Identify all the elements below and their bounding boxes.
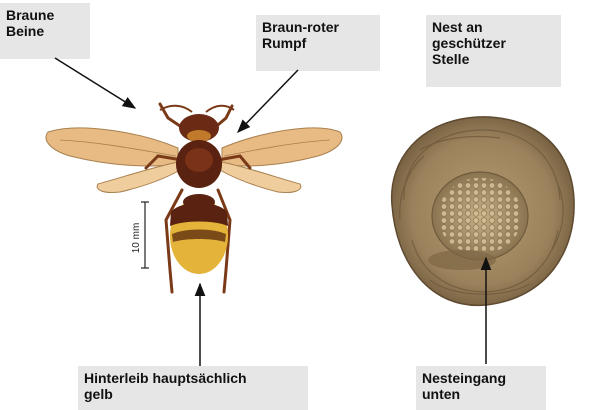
scale-bar bbox=[141, 202, 149, 268]
hornet-thorax-highlight bbox=[185, 148, 213, 172]
nest bbox=[392, 117, 574, 305]
hornet-abdomen bbox=[170, 194, 228, 274]
scale-bar-label: 10 mm bbox=[131, 223, 142, 254]
arrow-thorax bbox=[238, 70, 298, 132]
hornet bbox=[46, 104, 342, 292]
arrow-legs bbox=[55, 58, 135, 108]
